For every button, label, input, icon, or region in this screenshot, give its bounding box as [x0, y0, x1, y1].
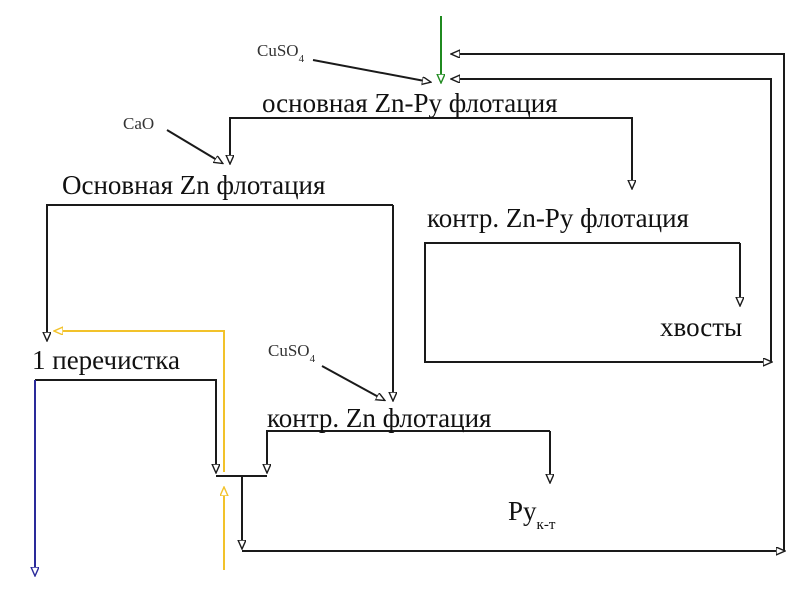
recycle-line-inner: [452, 79, 772, 362]
node-scav-zn-flotation: контр. Zn флотация: [267, 403, 492, 433]
reagent-arrow-cuso4-top: [312, 59, 430, 82]
node-main-zn-flotation: Основная Zn флотация: [62, 170, 326, 200]
reagent-arrow-cuso4-mid: [321, 365, 384, 400]
recycle-line-outer: [452, 54, 785, 551]
yellow-recycle-line: [55, 331, 225, 472]
node-py-concentrate: Pyк-т: [508, 496, 556, 533]
main-zn-py-conc-line: [230, 117, 630, 163]
node-main-zn-py-flotation: основная Zn-Py флотация: [262, 88, 558, 118]
node-scav-zn-py-flotation: контр. Zn-Py флотация: [427, 203, 689, 233]
reagent-cao: CaO: [123, 114, 155, 133]
cleaner-tail-line: [35, 379, 216, 472]
node-cleaner-1: 1 перечистка: [32, 345, 180, 375]
reagent-cuso4-top: CuSO4: [257, 41, 305, 65]
reagent-arrow-cao: [166, 129, 222, 163]
main-zn-py-tail-line: [630, 117, 632, 188]
reagent-cuso4-mid: CuSO4: [268, 341, 316, 365]
scav-zn-conc-line: [267, 430, 550, 472]
node-tails: хвосты: [660, 312, 743, 342]
main-zn-conc-line: [47, 204, 393, 340]
scav-zn-py-conc-line: [424, 242, 771, 362]
